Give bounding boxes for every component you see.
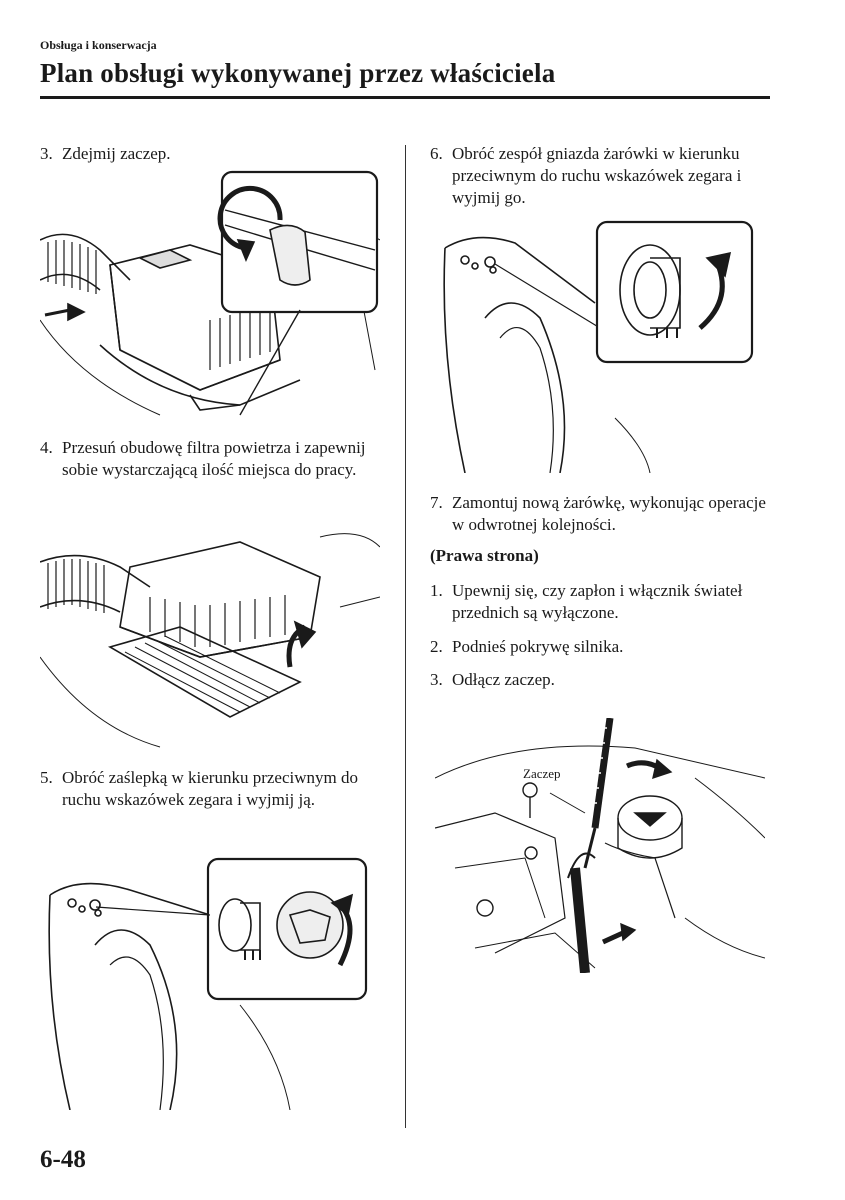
clip-callout-label: Zaczep [523,766,561,781]
illustration-remove-bulb-socket [435,218,755,473]
step-text: Zdejmij zaczep. [62,144,171,163]
step-text: Przesuń obudowę filtra powietrza i zapew… [62,438,366,479]
step-number: 2. [430,637,443,656]
illustration-detach-clip-right [435,718,765,973]
section-label: Obsługa i konserwacja [40,38,157,52]
step-number: 1. [430,581,443,600]
step-text: Podnieś pokrywę silnika. [452,637,624,656]
step-right-b2: 2. Podnieś pokrywę silnika. [430,636,770,658]
step-number: 5. [40,768,53,787]
step-text: Zamontuj nową żarówkę, wykonując operacj… [452,493,766,534]
step-number: 4. [40,438,53,457]
step-text: Obróć zespół gniazda żarówki w kierunku … [452,144,742,207]
step-left-4: 4. Przesuń obudowę filtra powietrza i za… [40,437,380,481]
page-number: 6-48 [40,1146,86,1173]
step-right-7: 7. Zamontuj nową żarówkę, wykonując oper… [430,492,770,536]
step-right-b3: 3. Odłącz zaczep. [430,669,770,691]
step-number: 6. [430,144,443,163]
step-left-3: 3. Zdejmij zaczep. [40,143,380,165]
step-right-6: 6. Obróć zespół gniazda żarówki w kierun… [430,143,770,209]
illustration-remove-clip [40,170,380,425]
column-divider [405,145,406,1128]
subheading-right-side: (Prawa strona) [430,546,539,565]
step-number: 7. [430,493,443,512]
step-text: Upewnij się, czy zapłon i włącznik świat… [452,581,743,622]
step-left-5: 5. Obróć zaślepką w kierunku przeciwnym … [40,767,380,811]
step-right-b1: 1. Upewnij się, czy zapłon i włącznik św… [430,580,770,624]
page-title: Plan obsługi wykonywanej przez właścicie… [40,58,556,88]
illustration-remove-cap [40,855,380,1110]
step-text: Obróć zaślepką w kierunku przeciwnym do … [62,768,358,809]
title-divider [40,96,770,99]
step-number: 3. [40,144,53,163]
step-number: 3. [430,670,443,689]
step-text: Odłącz zaczep. [452,670,555,689]
illustration-move-filter-housing [40,507,380,752]
